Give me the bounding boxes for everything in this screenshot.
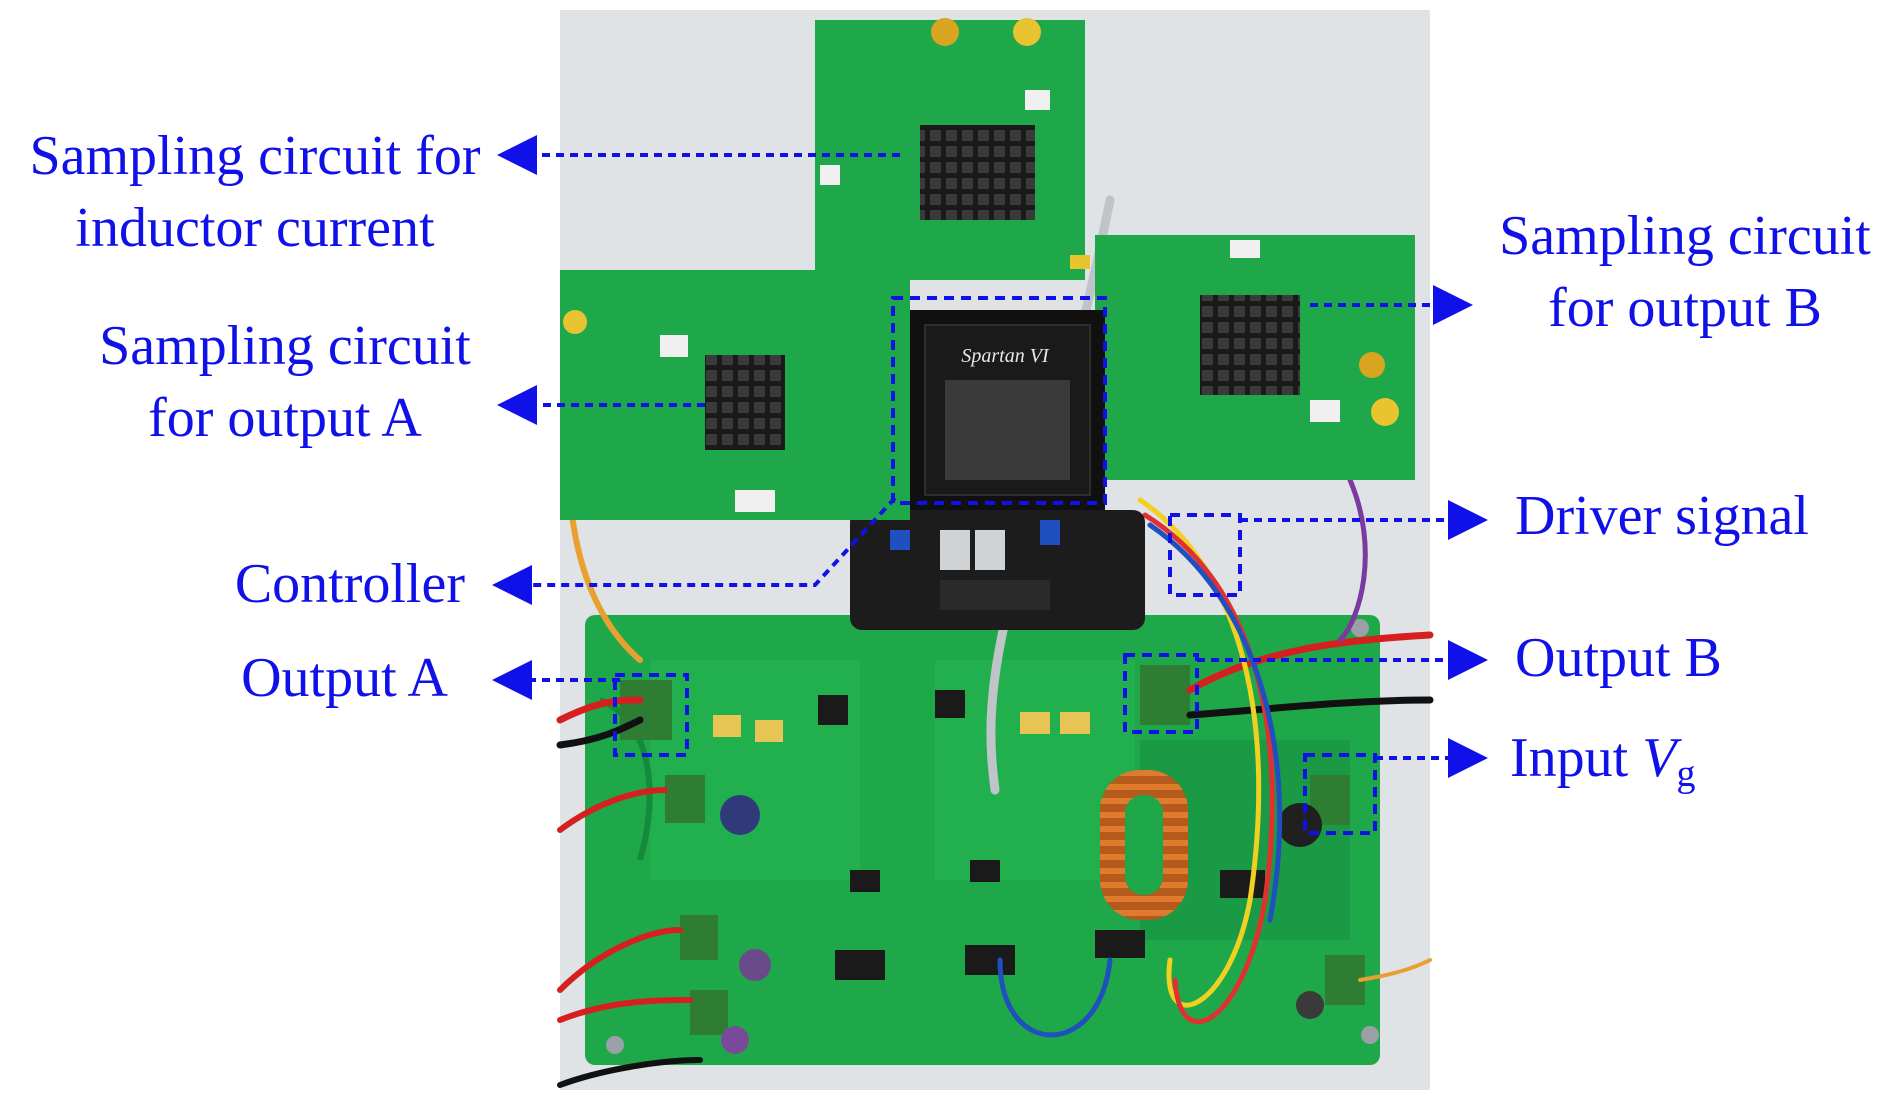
output-b-highlight-box — [1123, 653, 1199, 734]
label-sampling-output-a: Sampling circuit for output A — [99, 315, 471, 449]
fpga-marking: Spartan VI — [961, 345, 1050, 367]
fpga-controller-module: Spartan VI — [910, 310, 1105, 510]
label-controller: Controller — [234, 553, 465, 615]
sampling-board-output-b — [1095, 235, 1415, 480]
input-vg-highlight-box — [1303, 753, 1377, 835]
label-input-vg: Input Vg — [1510, 727, 1696, 795]
arrow-controller — [492, 496, 897, 605]
label-output-a: Output A — [241, 647, 448, 709]
main-power-board — [585, 615, 1380, 1065]
controller-highlight-box — [891, 296, 1107, 505]
sampling-board-inductor-current — [815, 18, 1090, 280]
label-sampling-output-b: Sampling circuit for output B — [1499, 205, 1871, 339]
sampling-board-output-a — [560, 270, 910, 520]
label-sampling-inductor-current: Sampling circuit for inductor current — [29, 125, 481, 259]
label-output-b: Output B — [1515, 627, 1722, 689]
output-a-highlight-box — [613, 673, 689, 757]
label-driver-signal: Driver signal — [1515, 485, 1809, 547]
controller-carrier-board — [850, 510, 1145, 630]
driver-signal-highlight-box — [1168, 513, 1242, 597]
